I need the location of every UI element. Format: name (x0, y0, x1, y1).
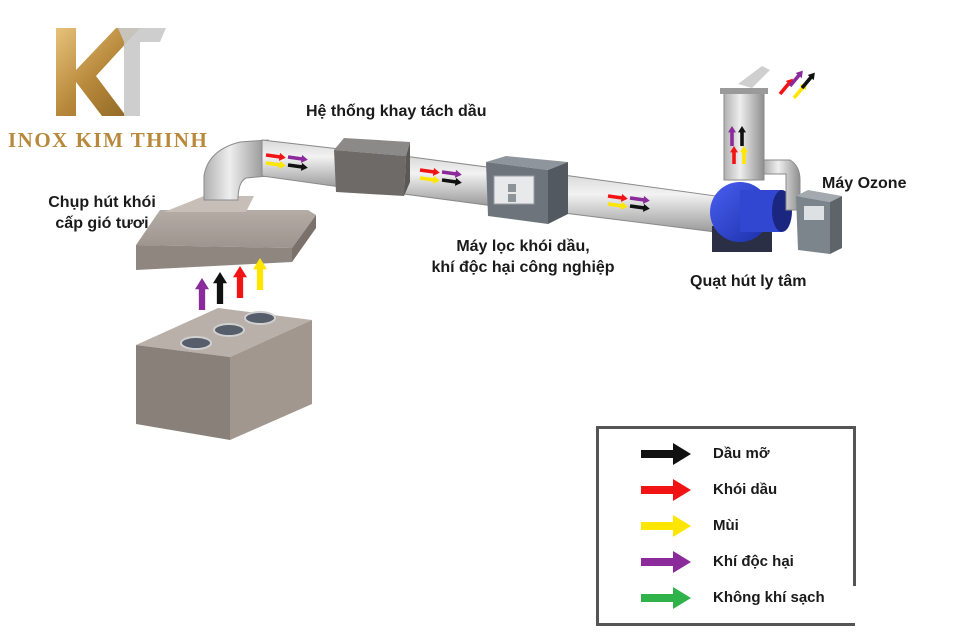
brand-logo (56, 28, 166, 116)
hood-label-line1: Chụp hút khói (48, 194, 156, 211)
filter-label-line2: khí độc hại công nghiệp (431, 259, 615, 276)
legend-arrow-icon (641, 443, 691, 465)
flow-arrow (629, 203, 650, 212)
hood-label-line2: cấp gió tươi (55, 215, 149, 232)
flow-arrow (441, 169, 462, 178)
flow-arrow (607, 201, 628, 210)
legend-item-oil: Dầu mỡ (599, 439, 855, 469)
flow-arrow (195, 278, 209, 310)
flow-arrow (287, 162, 308, 171)
hood-label: Chụp hút khói cấp gió tươi (14, 192, 190, 234)
separator-label: Hệ thống khay tách dầu (306, 103, 487, 120)
legend-label: Dầu mỡ (713, 445, 770, 462)
flow-arrows (195, 70, 815, 310)
flow-arrow (778, 78, 793, 96)
flow-arrow (738, 126, 746, 146)
flow-arrow (287, 154, 308, 163)
filter-machine (486, 156, 568, 224)
legend: Dầu mỡ Khói dầu Mùi Khí độc hại Không kh… (596, 426, 855, 626)
flow-arrow (788, 70, 803, 88)
flow-arrow (233, 266, 247, 298)
flow-arrow (265, 160, 286, 169)
flow-arrow (728, 126, 736, 146)
ozone-label: Máy Ozone (822, 175, 907, 192)
legend-label: Khí độc hại (713, 553, 794, 570)
stove-block (136, 308, 312, 440)
legend-item-clean: Không khí sạch (599, 583, 855, 613)
hood-elbow-duct (203, 139, 269, 201)
centrifugal-fan (710, 182, 792, 252)
flow-arrow (740, 146, 748, 164)
legend-label: Khói dầu (713, 481, 778, 498)
flow-arrow (441, 177, 462, 186)
flow-arrow (419, 167, 440, 176)
flow-arrow (253, 258, 267, 290)
legend-arrow-icon (641, 551, 691, 573)
filter-label: Máy lọc khói dầu, khí độc hại công nghiệ… (416, 236, 630, 278)
oil-separator-box (334, 138, 410, 196)
legend-item-toxic: Khí độc hại (599, 547, 855, 577)
main-duct (261, 139, 717, 233)
flow-arrow (265, 152, 286, 161)
flow-arrow (419, 175, 440, 184)
fan-label: Quạt hút ly tâm (690, 273, 807, 290)
legend-item-odor: Mùi (599, 511, 855, 541)
legend-label: Không khí sạch (713, 589, 825, 606)
ozone-machine (796, 190, 842, 254)
flow-arrow (800, 72, 815, 90)
flow-arrow (607, 193, 628, 202)
legend-arrow-icon (641, 479, 691, 501)
legend-arrow-icon (641, 515, 691, 537)
exhaust-hood (136, 196, 316, 270)
filter-label-line1: Máy lọc khói dầu, (456, 238, 590, 255)
flow-arrow (213, 272, 227, 304)
legend-item-smoke: Khói dầu (599, 475, 855, 505)
legend-border (853, 426, 856, 586)
brand-name: INOX KIM THINH (8, 128, 209, 152)
flow-arrow (629, 195, 650, 204)
legend-arrow-icon (641, 587, 691, 609)
legend-label: Mùi (713, 517, 739, 534)
flow-arrow (730, 146, 738, 164)
